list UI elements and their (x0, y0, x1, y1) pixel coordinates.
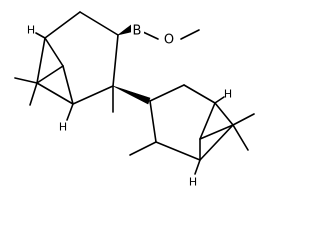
wedge-bond (112, 85, 151, 105)
bond (180, 29, 200, 40)
boron-atom-label: B (133, 24, 142, 39)
bond (214, 102, 234, 126)
bond (36, 65, 64, 84)
bond (149, 100, 157, 143)
bond (199, 102, 216, 140)
bond (36, 82, 74, 105)
methyl-bond (232, 113, 255, 126)
bond (149, 84, 185, 102)
bond (155, 141, 201, 161)
oxygen-atom-label: O (164, 33, 174, 48)
right-ring-system (129, 84, 255, 175)
molecule-structure: B O H H H H (14, 11, 255, 189)
left-ring-system (14, 11, 200, 121)
bond (72, 85, 114, 105)
methyl-bond (129, 141, 157, 156)
atom-labels: B O H H H H (27, 24, 232, 189)
hydrogen-label: H (224, 88, 232, 101)
bond (66, 103, 74, 121)
bond (62, 65, 74, 105)
methyl-bond (14, 77, 38, 84)
hydrogen-label: H (27, 24, 35, 37)
bond (142, 31, 159, 40)
bond (183, 84, 216, 104)
methyl-bond (29, 82, 38, 106)
bond (112, 34, 119, 87)
bond (36, 37, 46, 84)
methyl-bond (232, 124, 249, 151)
bond (194, 159, 201, 175)
bond (44, 11, 81, 39)
bond (199, 124, 234, 140)
bond (35, 32, 46, 39)
bond (44, 37, 64, 67)
hydrogen-label: H (59, 121, 67, 134)
bond (79, 11, 119, 36)
hydrogen-label: H (189, 176, 197, 189)
bond (214, 96, 225, 104)
bond (199, 124, 234, 161)
